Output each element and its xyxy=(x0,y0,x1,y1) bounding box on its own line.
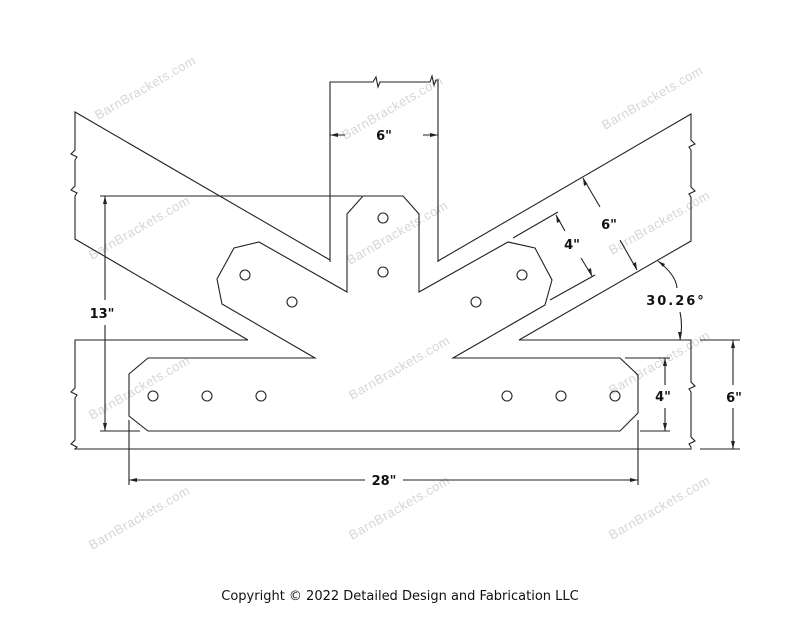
rafter-depth-label: 6" xyxy=(601,218,617,233)
overall-height-label: 13" xyxy=(90,307,115,322)
bolt-hole xyxy=(501,390,513,402)
bracket-outline xyxy=(128,195,639,432)
rafter-plate-width-label: 4" xyxy=(564,238,580,253)
dimension-labels: 6" 13" 6" 4" 30.26° 4" 6" 28" xyxy=(90,129,742,489)
bolt-hole xyxy=(516,269,528,281)
watermarks: BarnBrackets.com BarnBrackets.com BarnBr… xyxy=(86,53,712,553)
overall-length-label: 28" xyxy=(372,474,397,489)
bolt-hole xyxy=(147,390,159,402)
watermark: BarnBrackets.com xyxy=(346,473,452,543)
beam-plate-width-label: 4" xyxy=(655,390,671,405)
bolt-hole xyxy=(201,390,213,402)
watermark: BarnBrackets.com xyxy=(86,353,192,423)
watermark: BarnBrackets.com xyxy=(86,483,192,553)
roof-angle-label: 30.26° xyxy=(646,294,706,309)
watermark: BarnBrackets.com xyxy=(344,198,450,268)
watermark: BarnBrackets.com xyxy=(606,328,712,398)
bolt-holes xyxy=(147,212,621,402)
post-width-label: 6" xyxy=(376,129,392,144)
bolt-hole xyxy=(555,390,567,402)
dimension-lines xyxy=(100,133,740,485)
watermark: BarnBrackets.com xyxy=(606,473,712,543)
bolt-hole xyxy=(377,212,389,224)
timber-members xyxy=(70,73,696,450)
bolt-hole xyxy=(286,296,298,308)
bolt-hole xyxy=(470,296,482,308)
bolt-hole xyxy=(239,269,251,281)
left-rafter xyxy=(70,111,331,341)
beam xyxy=(70,339,696,450)
bolt-hole xyxy=(377,266,389,278)
bolt-hole xyxy=(255,390,267,402)
watermark: BarnBrackets.com xyxy=(346,333,452,403)
right-rafter xyxy=(437,113,696,341)
bolt-hole xyxy=(609,390,621,402)
post xyxy=(329,73,439,262)
watermark: BarnBrackets.com xyxy=(599,63,705,133)
copyright-footer: Copyright © 2022 Detailed Design and Fab… xyxy=(221,589,579,604)
watermark: BarnBrackets.com xyxy=(86,193,192,263)
watermark: BarnBrackets.com xyxy=(606,188,712,258)
beam-depth-label: 6" xyxy=(726,391,742,406)
watermark: BarnBrackets.com xyxy=(92,53,198,123)
watermark: BarnBrackets.com xyxy=(339,73,445,143)
